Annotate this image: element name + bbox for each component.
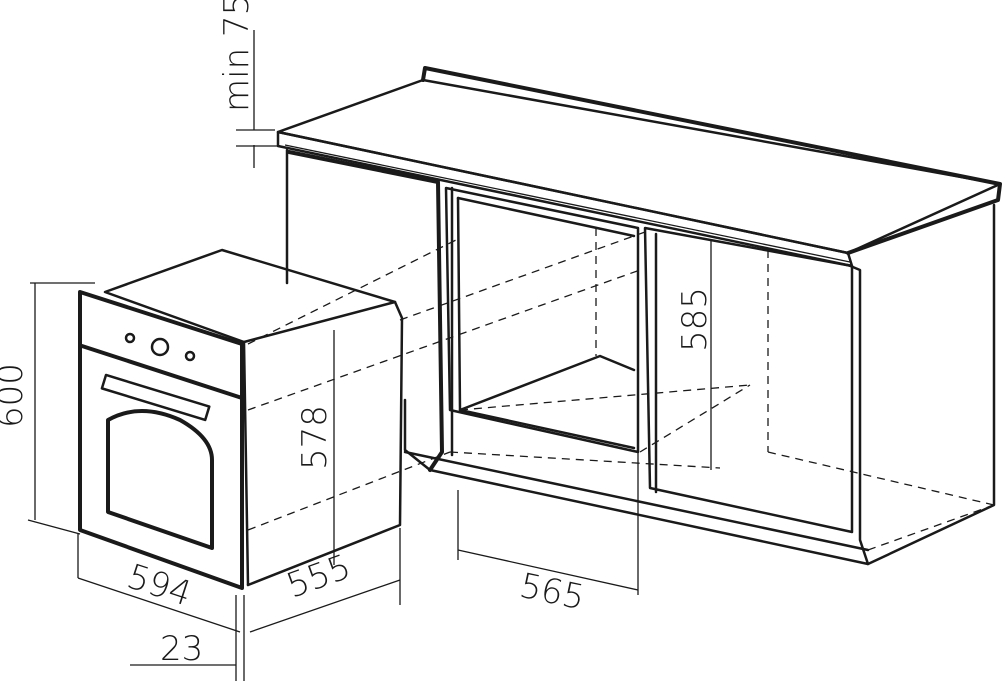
label-min-75: min 75 [217,0,257,112]
oven [78,248,404,590]
dimension-lines [27,30,712,681]
knob-center-icon [150,337,170,357]
countertop [276,66,1002,268]
label-578: 578 [295,405,335,470]
dimension-labels: min 75 600 578 585 594 555 565 23 [0,0,715,669]
label-585: 585 [675,287,715,352]
knob-right-icon [184,350,196,362]
knob-left-icon [124,332,136,344]
label-565: 565 [516,566,588,619]
label-23: 23 [160,629,203,669]
label-594: 594 [122,557,196,615]
hidden-lines [247,228,995,551]
label-600: 600 [0,363,31,428]
cabinet [285,148,996,566]
label-555: 555 [281,547,356,607]
